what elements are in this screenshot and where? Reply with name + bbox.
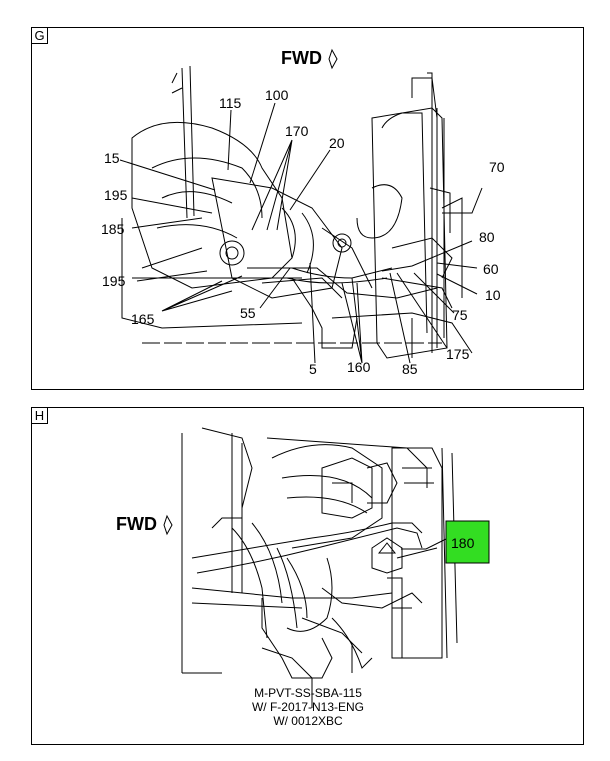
forward-arrow-icon — [328, 48, 338, 70]
panel-g: G FWD — [31, 27, 584, 390]
highlight-callout-label: 180 — [451, 535, 475, 551]
callout-label: 100 — [265, 87, 289, 103]
caption-line: M-PVT-SS-SBA-115 — [254, 686, 362, 700]
leader-line — [401, 538, 447, 550]
callout-label: 10 — [485, 287, 501, 303]
callout-label: 195 — [102, 273, 126, 289]
fwd-label: FWD — [281, 48, 322, 68]
caption-line: W/ 0012XBC — [273, 714, 343, 728]
engine-illustration-g: FWD — [101, 48, 505, 377]
callout-label: 195 — [104, 187, 128, 203]
fwd-label: FWD — [116, 514, 157, 534]
callout-label: 160 — [347, 359, 371, 375]
callout-label: 5 — [309, 361, 317, 377]
callout-label: 70 — [489, 159, 505, 175]
callout-label: 55 — [240, 305, 256, 321]
callout-label: 175 — [446, 346, 470, 362]
callout-label: 165 — [131, 311, 155, 327]
callout-label: 80 — [479, 229, 495, 245]
engine-illustration-h: FWD — [116, 427, 490, 728]
callout-label: 75 — [452, 307, 468, 323]
highlight-callout-box[interactable] — [445, 520, 490, 564]
panel-tag: H — [32, 408, 48, 424]
panel-h: H FWD — [31, 407, 584, 745]
callout-label: 20 — [329, 135, 345, 151]
callout-label: 185 — [101, 221, 125, 237]
callout-label: 60 — [483, 261, 499, 277]
callout-label: 15 — [104, 150, 120, 166]
caption-line: W/ F-2017-N13-ENG — [252, 700, 364, 714]
callout-label: 170 — [285, 123, 309, 139]
panel-tag: G — [32, 28, 48, 44]
callout-label: 115 — [219, 95, 242, 111]
callout-label: 85 — [402, 361, 418, 377]
forward-arrow-icon — [163, 514, 173, 536]
